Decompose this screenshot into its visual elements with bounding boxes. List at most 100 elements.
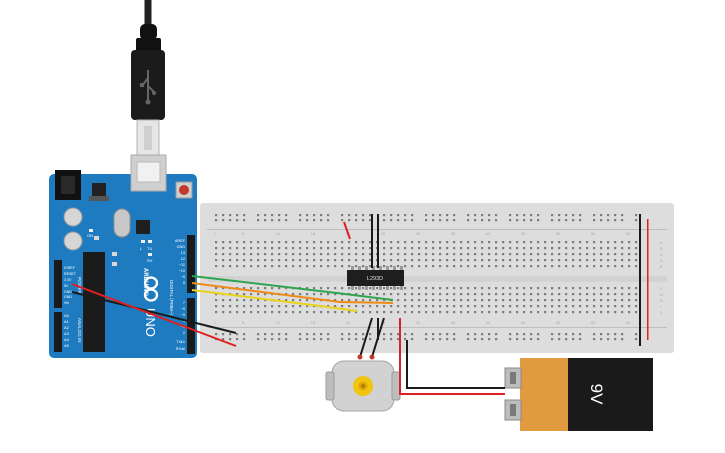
breadboard-hole[interactable] [544, 265, 547, 268]
breadboard-hole[interactable] [565, 293, 568, 296]
breadboard-hole[interactable] [376, 305, 379, 308]
breadboard-hole[interactable] [222, 333, 225, 336]
breadboard-hole[interactable] [621, 265, 624, 268]
breadboard-hole[interactable] [488, 259, 491, 262]
breadboard-hole[interactable] [411, 287, 414, 290]
breadboard-hole[interactable] [390, 219, 393, 222]
breadboard-hole[interactable] [411, 241, 414, 244]
breadboard-hole[interactable] [229, 265, 232, 268]
breadboard-hole[interactable] [243, 259, 246, 262]
breadboard-hole[interactable] [593, 287, 596, 290]
breadboard-hole[interactable] [411, 293, 414, 296]
breadboard-hole[interactable] [432, 259, 435, 262]
breadboard-hole[interactable] [432, 253, 435, 256]
breadboard-hole[interactable] [320, 287, 323, 290]
breadboard-hole[interactable] [516, 259, 519, 262]
breadboard-hole[interactable] [362, 293, 365, 296]
breadboard-hole[interactable] [558, 305, 561, 308]
breadboard-hole[interactable] [229, 333, 232, 336]
breadboard-hole[interactable] [481, 219, 484, 222]
breadboard-hole[interactable] [432, 305, 435, 308]
wire-red-top[interactable] [343, 221, 351, 240]
breadboard-hole[interactable] [271, 338, 274, 341]
breadboard-hole[interactable] [355, 247, 358, 250]
breadboard-hole[interactable] [579, 287, 582, 290]
breadboard-hole[interactable] [250, 287, 253, 290]
breadboard-hole[interactable] [565, 333, 568, 336]
breadboard-hole[interactable] [306, 299, 309, 302]
breadboard-hole[interactable] [439, 241, 442, 244]
breadboard-hole[interactable] [502, 247, 505, 250]
breadboard-hole[interactable] [432, 241, 435, 244]
breadboard-hole[interactable] [439, 214, 442, 217]
breadboard-hole[interactable] [264, 241, 267, 244]
breadboard-hole[interactable] [614, 305, 617, 308]
breadboard-hole[interactable] [418, 253, 421, 256]
breadboard-hole[interactable] [446, 311, 449, 314]
breadboard-hole[interactable] [628, 247, 631, 250]
breadboard-hole[interactable] [313, 259, 316, 262]
breadboard-hole[interactable] [530, 305, 533, 308]
breadboard-hole[interactable] [481, 299, 484, 302]
breadboard-hole[interactable] [607, 311, 610, 314]
breadboard-hole[interactable] [453, 265, 456, 268]
breadboard-hole[interactable] [362, 311, 365, 314]
breadboard-hole[interactable] [481, 287, 484, 290]
breadboard-hole[interactable] [334, 241, 337, 244]
breadboard-hole[interactable] [460, 287, 463, 290]
breadboard-hole[interactable] [495, 265, 498, 268]
breadboard-hole[interactable] [530, 287, 533, 290]
breadboard-hole[interactable] [474, 299, 477, 302]
breadboard-hole[interactable] [488, 287, 491, 290]
breadboard-hole[interactable] [243, 299, 246, 302]
breadboard-hole[interactable] [579, 305, 582, 308]
breadboard-hole[interactable] [481, 305, 484, 308]
breadboard-hole[interactable] [544, 259, 547, 262]
breadboard-hole[interactable] [537, 214, 540, 217]
breadboard-hole[interactable] [439, 299, 442, 302]
breadboard-hole[interactable] [586, 241, 589, 244]
breadboard-hole[interactable] [285, 253, 288, 256]
breadboard-hole[interactable] [334, 259, 337, 262]
breadboard-hole[interactable] [467, 241, 470, 244]
breadboard-hole[interactable] [236, 259, 239, 262]
breadboard-hole[interactable] [558, 293, 561, 296]
breadboard-hole[interactable] [439, 311, 442, 314]
breadboard-hole[interactable] [621, 338, 624, 341]
breadboard-hole[interactable] [299, 293, 302, 296]
breadboard-hole[interactable] [369, 299, 372, 302]
breadboard-hole[interactable] [614, 265, 617, 268]
breadboard-hole[interactable] [516, 287, 519, 290]
breadboard-hole[interactable] [453, 253, 456, 256]
breadboard-hole[interactable] [481, 265, 484, 268]
breadboard-hole[interactable] [579, 338, 582, 341]
breadboard-hole[interactable] [635, 214, 638, 217]
breadboard-hole[interactable] [481, 338, 484, 341]
breadboard-hole[interactable] [488, 214, 491, 217]
breadboard-hole[interactable] [306, 265, 309, 268]
breadboard-hole[interactable] [565, 253, 568, 256]
breadboard-hole[interactable] [243, 247, 246, 250]
breadboard-hole[interactable] [383, 241, 386, 244]
breadboard-hole[interactable] [432, 214, 435, 217]
breadboard-hole[interactable] [418, 259, 421, 262]
breadboard-hole[interactable] [397, 219, 400, 222]
breadboard-hole[interactable] [530, 299, 533, 302]
breadboard-hole[interactable] [320, 293, 323, 296]
breadboard-hole[interactable] [579, 259, 582, 262]
breadboard-hole[interactable] [285, 311, 288, 314]
breadboard-hole[interactable] [593, 247, 596, 250]
breadboard-hole[interactable] [453, 311, 456, 314]
breadboard-hole[interactable] [509, 287, 512, 290]
breadboard-hole[interactable] [348, 265, 351, 268]
breadboard-hole[interactable] [362, 219, 365, 222]
breadboard-hole[interactable] [467, 265, 470, 268]
breadboard-hole[interactable] [285, 287, 288, 290]
breadboard-hole[interactable] [264, 219, 267, 222]
breadboard-hole[interactable] [320, 241, 323, 244]
breadboard-hole[interactable] [327, 333, 330, 336]
breadboard-hole[interactable] [530, 311, 533, 314]
breadboard-hole[interactable] [460, 247, 463, 250]
breadboard-hole[interactable] [285, 214, 288, 217]
breadboard-hole[interactable] [607, 219, 610, 222]
